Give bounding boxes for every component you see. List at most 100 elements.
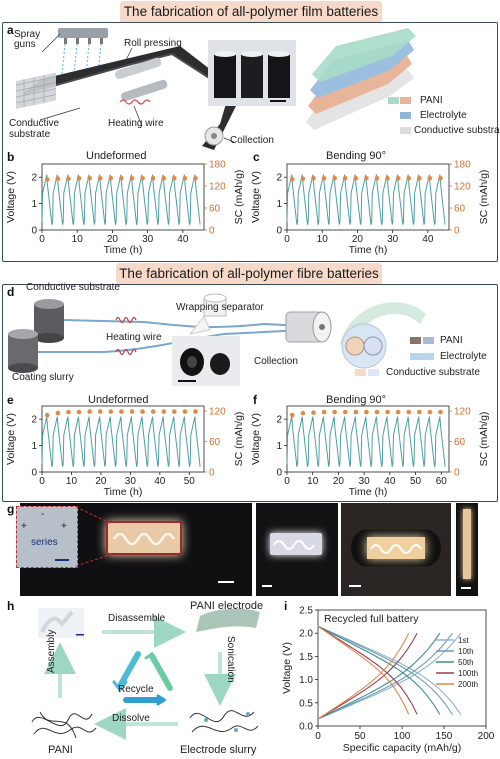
series-label: series xyxy=(31,537,58,548)
fibre-banner: The fabrication of all-polymer fibre bat… xyxy=(116,263,382,285)
sc-point xyxy=(76,409,82,415)
sc-point xyxy=(108,176,114,181)
discharge-curve-100th xyxy=(317,625,418,715)
y-tick-label: 2.5 xyxy=(299,606,313,617)
sc-point xyxy=(406,409,412,415)
conductive-substrate-label: Conductive substrate xyxy=(9,118,60,140)
sc-point xyxy=(150,409,156,414)
x-axis-label: Specific capacity (mAh/g) xyxy=(343,742,461,754)
sc-point xyxy=(385,176,390,181)
y2-tick-label: 60 xyxy=(454,437,466,448)
x-tick-label: 40 xyxy=(384,476,396,487)
sc-point xyxy=(161,176,167,181)
panel-d-fibre-diagram xyxy=(8,293,332,373)
y2-tick-label: 60 xyxy=(209,437,221,448)
recycle-diagram xyxy=(31,608,260,740)
x-tick-label: 150 xyxy=(436,731,453,742)
d-legend-label-electrolyte: Electrolyte xyxy=(440,351,487,362)
panel-c-title: Bending 90° xyxy=(326,150,387,162)
plot-frame xyxy=(41,405,205,473)
sc-point xyxy=(321,409,327,415)
sc-point xyxy=(427,176,433,181)
panel-a-c-frame xyxy=(2,22,498,262)
series-inset-photo: + + - series xyxy=(16,506,78,568)
legend-swatch-conductive-substrate xyxy=(400,127,411,134)
panel-e-title: Undeformed xyxy=(88,394,149,406)
y-axis-label: Voltage (V) xyxy=(5,171,17,223)
sc-point xyxy=(300,410,306,416)
sc-point xyxy=(140,409,145,414)
recycle-label: Recycle xyxy=(118,684,154,695)
legend-label-pani: PANI xyxy=(420,95,443,106)
sc-point xyxy=(438,176,443,181)
x-tick-label: 40 xyxy=(177,234,189,245)
sc-point xyxy=(438,409,443,415)
voltage-curve xyxy=(41,416,201,467)
voltage-curve xyxy=(41,174,201,225)
sc-point xyxy=(193,409,198,414)
sc-point xyxy=(55,176,61,181)
sc-point xyxy=(161,409,167,414)
y2-tick-label: 120 xyxy=(454,182,471,193)
x-tick-label: 50 xyxy=(354,731,366,742)
y-axis-label: Voltage (V) xyxy=(250,171,262,223)
panel-e-label: e xyxy=(7,393,14,407)
legend-swatch-pani xyxy=(388,97,399,104)
spool-top-icon xyxy=(34,299,64,343)
y2-tick-label: 120 xyxy=(209,182,226,193)
roll-pressing-label: Roll pressing xyxy=(124,38,182,49)
sc-point xyxy=(300,176,306,181)
y-tick-label: 2 xyxy=(276,173,282,184)
x-tick-label: 50 xyxy=(410,476,422,487)
x-axis-label: Time (h) xyxy=(349,244,388,256)
minus-sign: - xyxy=(41,509,45,520)
collection-label: Collection xyxy=(230,135,274,146)
d-legend-swatch-substrate-1 xyxy=(355,369,366,376)
chart-title: Recycled full battery xyxy=(324,613,419,625)
sc-point xyxy=(321,176,327,181)
y-tick-label: 0 xyxy=(31,226,37,237)
legend-label-conductive-substrate: Conductive substrate xyxy=(414,125,500,136)
y-axis-label: Voltage (V) xyxy=(250,413,262,465)
x-tick-label: 40 xyxy=(422,234,434,245)
d-legend-label-conductive-substrate: Conductive substrate xyxy=(386,367,480,378)
sc-point xyxy=(97,176,103,181)
y2-tick-label: 0 xyxy=(209,468,215,479)
sc-point xyxy=(76,176,82,181)
y-tick-label: 1.5 xyxy=(299,652,313,663)
sc-point xyxy=(87,409,92,414)
sc-point xyxy=(289,412,295,418)
scale-bar xyxy=(218,581,234,583)
d-collection-label: Collection xyxy=(254,356,298,367)
sc-point xyxy=(332,409,337,415)
sc-point xyxy=(353,176,359,181)
legend-label-50th: 50th xyxy=(458,658,474,667)
y-tick-label: 0 xyxy=(276,226,282,237)
panel-d-label: d xyxy=(7,285,15,299)
sc-point xyxy=(66,409,71,415)
spool-bottom-icon xyxy=(8,329,38,373)
charge-curve-10th xyxy=(317,632,453,720)
panel-f-label: f xyxy=(253,393,257,407)
sc-point xyxy=(129,176,135,181)
sc-point xyxy=(108,409,114,414)
discharge-curve-1st xyxy=(317,625,462,715)
y-tick-label: 1 xyxy=(31,441,37,452)
spray-guns-icon xyxy=(58,28,108,75)
sc-point xyxy=(55,410,61,416)
x-tick-label: 30 xyxy=(387,234,399,245)
discharge-curve-50th xyxy=(317,625,441,715)
x-tick-label: 50 xyxy=(184,476,196,487)
y2-tick-label: 120 xyxy=(454,407,471,418)
y-tick-label: 0 xyxy=(276,468,282,479)
legend-swatch-electrolyte xyxy=(400,112,411,119)
dissolve-label: Dissolve xyxy=(112,713,150,724)
y2-tick-label: 180 xyxy=(209,160,226,171)
x-tick-label: 10 xyxy=(66,476,78,487)
x-axis-label: Time (h) xyxy=(349,486,388,498)
sc-point xyxy=(417,409,422,415)
x-tick-label: 20 xyxy=(333,476,345,487)
